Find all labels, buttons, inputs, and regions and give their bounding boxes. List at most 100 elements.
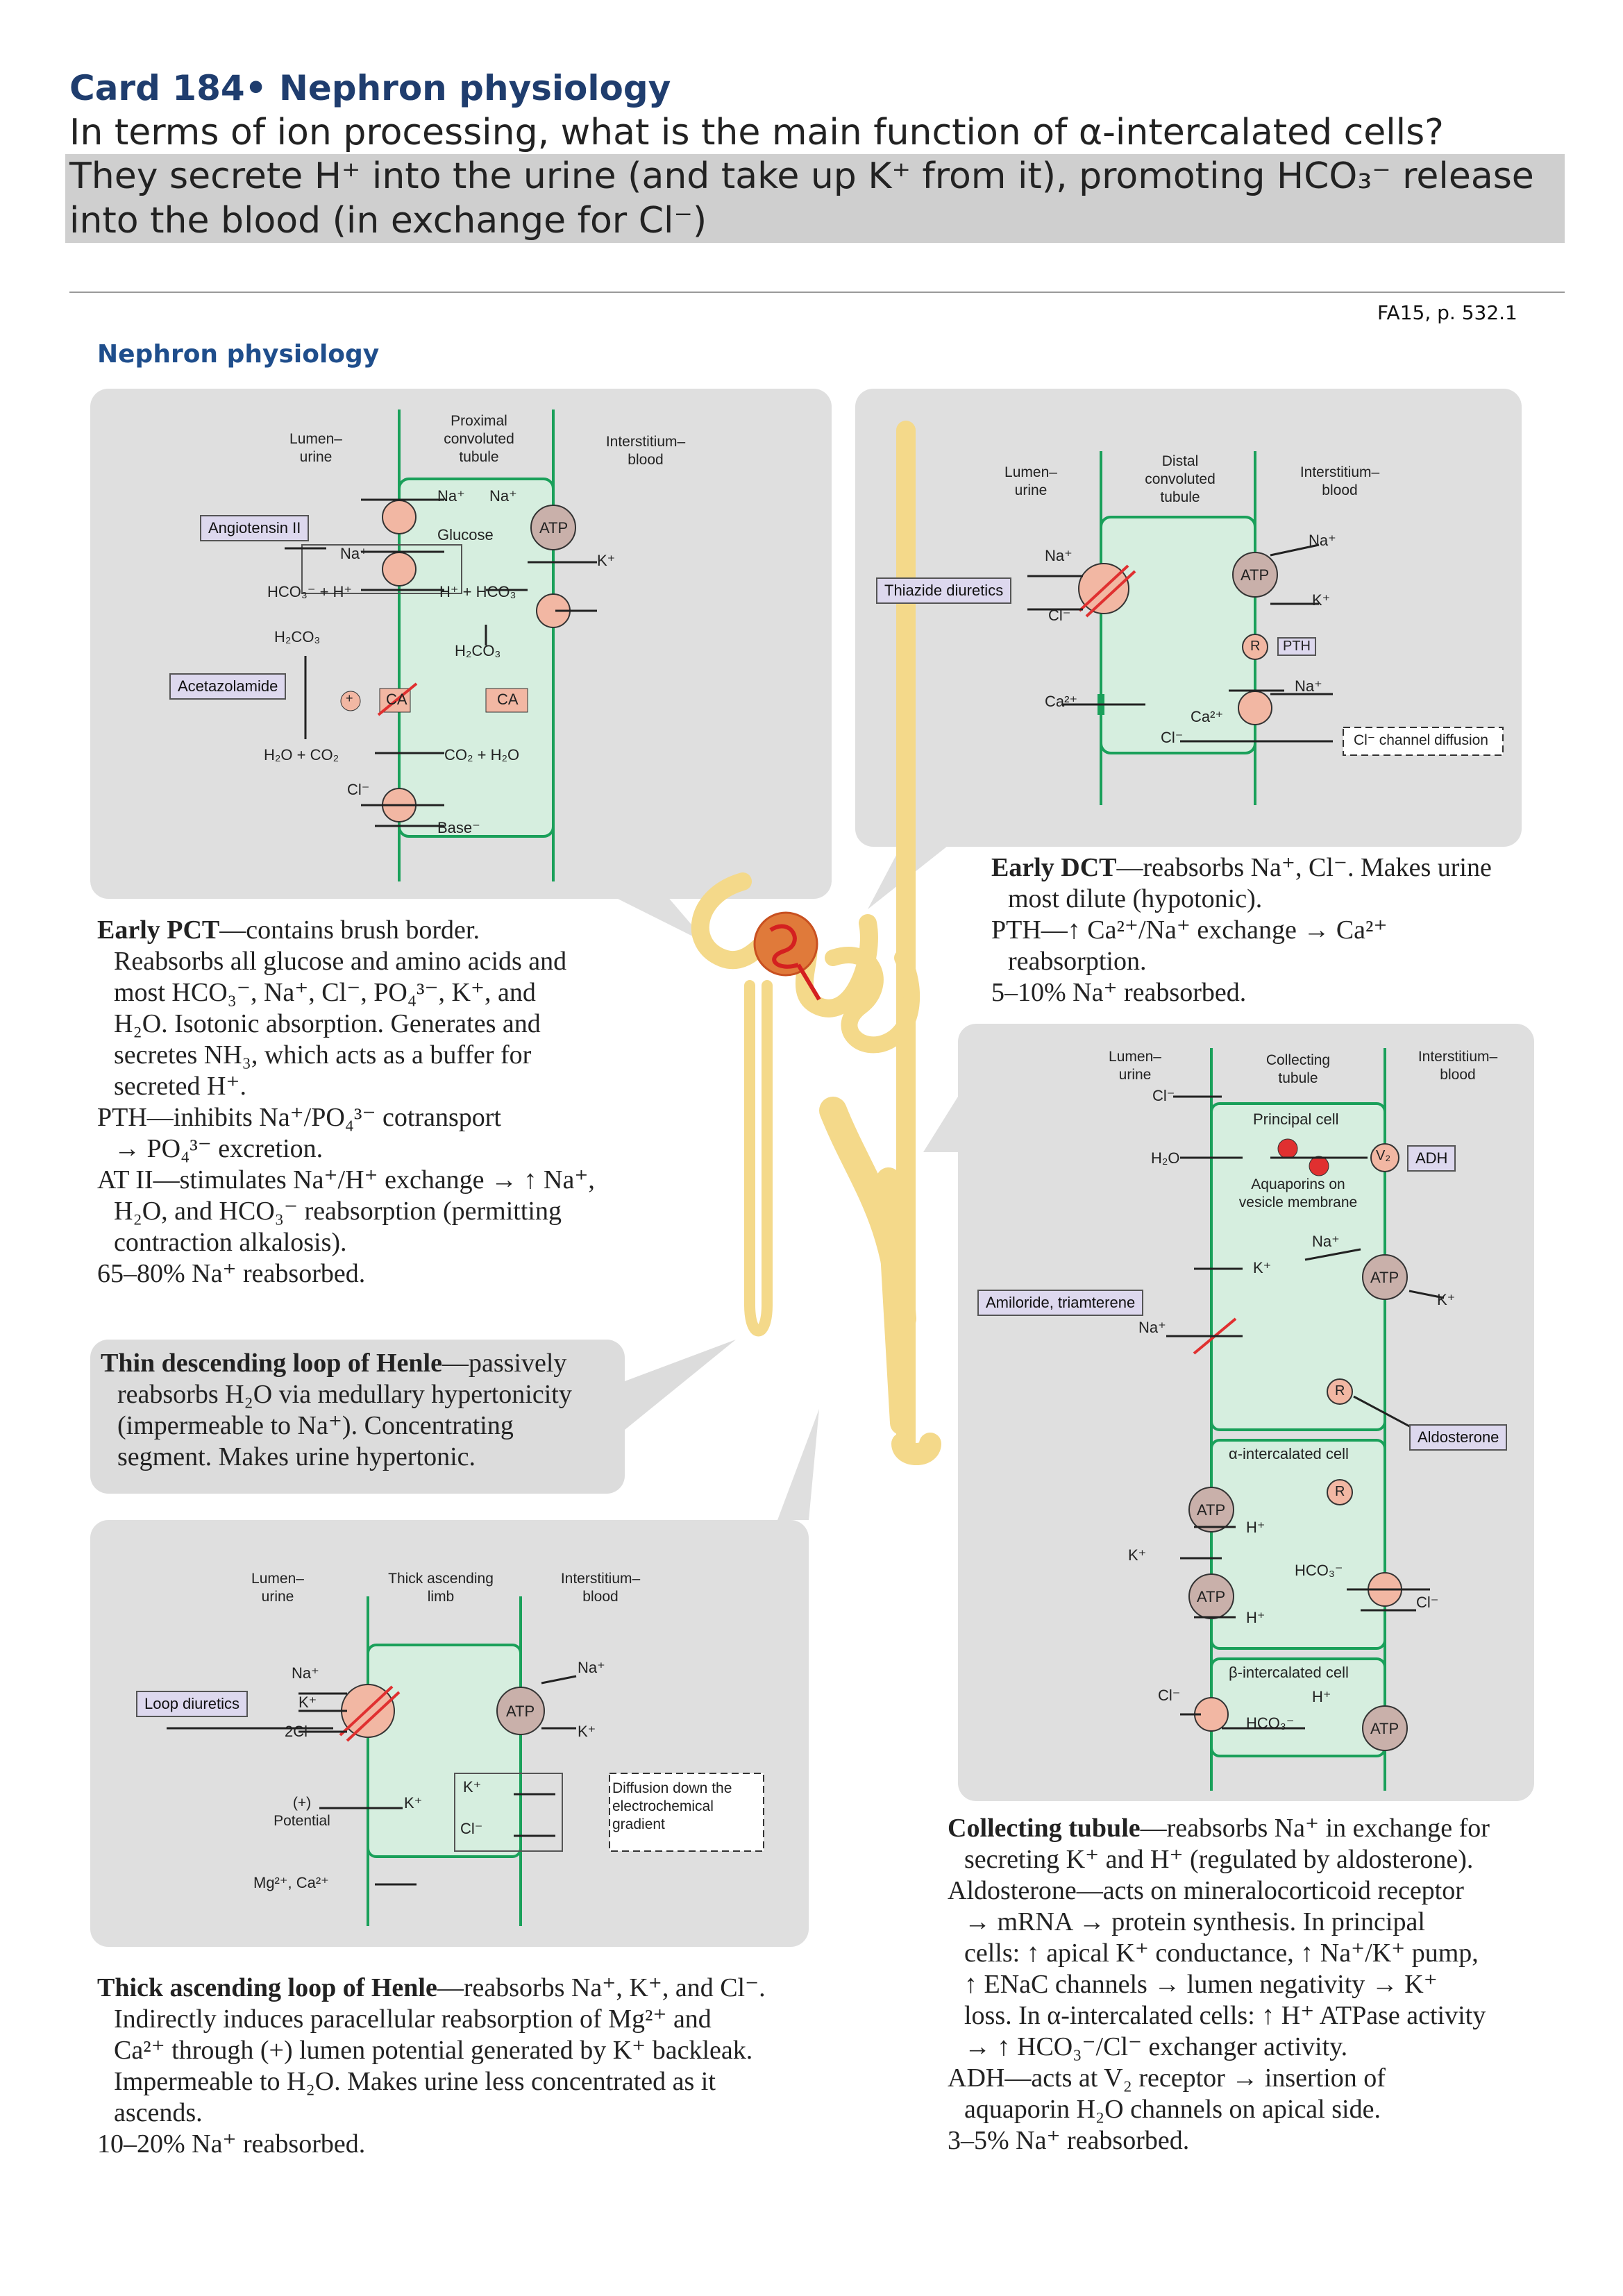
adh-label: ADH: [1407, 1145, 1456, 1172]
ct-r-1: R: [1335, 1383, 1345, 1399]
tal-arrows: [167, 1675, 577, 1886]
ct-alpha-cell-label: α-intercalated cell: [1229, 1445, 1349, 1462]
pct-description: Early PCT—contains brush border. Reabsor…: [97, 915, 666, 1290]
tal-tail: [777, 1409, 819, 1520]
thin-desc-line-0: Thin descending loop of Henle—passively: [101, 1349, 567, 1378]
pct-ca-2: CA: [497, 691, 519, 708]
pct-co2-h2o: CO₂ + H₂O: [444, 746, 520, 763]
ct-alpha-r: [1327, 1479, 1353, 1505]
answer-highlight: [65, 154, 1565, 243]
card-title: Card 184• Nephron physiology: [69, 68, 671, 108]
tal-desc-line-2: Ca²⁺ through (+) lumen potential generat…: [114, 2036, 753, 2065]
tal-loop-block-1: [339, 1685, 394, 1737]
pct-h-hco3: H⁺ + HCO₃⁻: [439, 583, 525, 600]
dct-lumen-label: Lumen– urine: [1004, 464, 1057, 498]
dct-thiazide-block-2: [1085, 570, 1136, 618]
pct-na-glucose-transporter: [382, 500, 417, 534]
dct-atp: ATP: [1241, 566, 1270, 584]
tal-atp: ATP: [506, 1703, 535, 1720]
pct-cl: Cl⁻: [347, 781, 370, 798]
pct-desc-line-0: Early PCT—contains brush border.: [97, 915, 480, 945]
dct-na-right: Na⁺: [1309, 532, 1336, 549]
dct-cell: [1100, 516, 1256, 754]
ct-v2-receptor: [1370, 1143, 1399, 1172]
dct-atp-pump: [1232, 552, 1278, 598]
dct-arrows: [1027, 543, 1333, 743]
glomerulus-capillaries: [769, 924, 821, 1001]
tal-interstitium-label: Interstitium– blood: [560, 1571, 641, 1605]
loop-diuretics-label: Loop diuretics: [136, 1691, 248, 1717]
thin-tail: [625, 1340, 736, 1430]
pct-h2co3-right: H₂CO₃: [455, 642, 501, 659]
tal-diffusion-label: Diffusion down the electrochemical gradi…: [612, 1780, 732, 1832]
ct-beta-atp: [1362, 1705, 1408, 1751]
dct-interstitium-label: Interstitium– blood: [1300, 464, 1380, 498]
pct-desc-line-9: H₂O, and HCO₃⁻ reabsorption (permitting: [114, 1197, 562, 1226]
divider: [69, 292, 1565, 293]
tal-desc-line-5: 10–20% Na⁺ reabsorbed.: [97, 2129, 366, 2159]
answer-line-2: into the blood (in exchange for Cl⁻): [69, 200, 707, 242]
dct-ca-left: Ca²⁺: [1045, 693, 1078, 710]
ct-na-right: Na⁺: [1312, 1233, 1340, 1250]
tal-diffusion-box: [609, 1773, 764, 1852]
ct-desc-line-0: Collecting tubule—reabsorbs Na⁺ in excha…: [948, 1814, 1490, 1843]
pct-glucose: Glucose: [437, 526, 494, 543]
angiotensin-ii-label: Angiotensin II: [200, 515, 310, 541]
ct-desc-line-4: cells: ↑ apical K⁺ conductance, ↑ Na⁺/K⁺…: [964, 1939, 1479, 1968]
ct-hco3: HCO₃⁻: [1295, 1562, 1343, 1579]
tal-description: Thick ascending loop of Henle—reabsorbs …: [97, 1973, 833, 2160]
dct-tubule-label: Distal convoluted tubule: [1145, 453, 1216, 505]
ct-cl-right: Cl⁻: [1416, 1594, 1439, 1611]
ct-principal-cell-label: Principal cell: [1253, 1111, 1339, 1128]
pct-plus: +: [346, 691, 353, 705]
aldosterone-label: Aldosterone: [1409, 1424, 1508, 1451]
dct-desc-line-2: PTH—↑ Ca²⁺/Na⁺ exchange → Ca²⁺: [991, 915, 1388, 945]
ct-principal-r: [1327, 1378, 1353, 1405]
ct-aquaporin-vesicle-2: [1309, 1156, 1329, 1176]
ct-atp-2: ATP: [1197, 1501, 1226, 1519]
acetazolamide-label: Acetazolamide: [169, 673, 287, 700]
ct-atp-3: ATP: [1197, 1588, 1226, 1605]
ct-alpha-atp-1: [1188, 1487, 1234, 1533]
tal-na-right: Na⁺: [578, 1659, 605, 1676]
question-text: In terms of ion processing, what is the …: [69, 112, 1444, 153]
pct-na-1: Na⁺: [437, 487, 465, 505]
tal-na: Na⁺: [292, 1664, 319, 1682]
pct-atp-pump: [530, 505, 576, 550]
pct-desc-line-7: → PO₄³⁻ excretion.: [114, 1134, 323, 1163]
pct-ca-block: [377, 682, 418, 716]
tal-k-cl-box: [454, 1773, 563, 1852]
pct-hco3-h: HCO₃⁻ + H⁺: [267, 583, 353, 600]
ct-v2: V₂: [1376, 1148, 1391, 1163]
pct-desc-line-5: secreted H⁺.: [114, 1072, 246, 1101]
ct-k-left: K⁺: [1128, 1546, 1147, 1564]
tal-desc-line-4: ascends.: [114, 2098, 203, 2127]
ct-alpha-atp-2: [1188, 1573, 1234, 1619]
pct-desc-line-8: AT II—stimulates Na⁺/H⁺ exchange → ↑ Na⁺…: [97, 1165, 595, 1195]
pct-angiotensin-box: [301, 544, 462, 594]
dct-na-right-2: Na⁺: [1295, 677, 1322, 695]
page-reference: FA15, p. 532.1: [1377, 301, 1517, 324]
dct-thiazide-block-1: [1078, 564, 1129, 612]
ct-lumen-label: Lumen– urine: [1109, 1049, 1161, 1083]
ct-principal-cell: [1210, 1102, 1386, 1431]
dct-ca-na-exchanger: [1238, 691, 1272, 725]
tal-mg-ca: Mg²⁺, Ca²⁺: [253, 1874, 329, 1891]
ct-desc-line-2: Aldosterone—acts on mineralocorticoid re…: [948, 1876, 1464, 1905]
ct-k-right: K⁺: [1437, 1291, 1456, 1308]
pct-desc-line-3: H₂O. Isotonic absorption. Generates and: [114, 1009, 541, 1038]
ct-aquaporins-label: Aquaporins on vesicle membrane: [1238, 1176, 1358, 1210]
dct-na-left: Na⁺: [1045, 547, 1073, 564]
ct-beta-cell-label: β-intercalated cell: [1229, 1664, 1349, 1681]
pct-k: K⁺: [597, 552, 616, 569]
ct-h-2: H⁺: [1246, 1609, 1265, 1626]
thin-descending-panel: [90, 1340, 625, 1494]
tal-k: K⁺: [298, 1694, 317, 1711]
tal-potential-label: (+) Potential: [274, 1795, 330, 1829]
tal-lumen-label: Lumen– urine: [251, 1571, 304, 1605]
thin-desc-line-1: reabsorbs H₂O via medullary hypertonicit…: [117, 1380, 572, 1409]
ct-desc-line-8: ADH—acts at V₂ receptor → insertion of: [948, 2063, 1386, 2093]
ct-desc-line-3: → mRNA → protein synthesis. In principal: [964, 1907, 1425, 1936]
ct-desc-line-9: aquaporin H₂O channels on apical side.: [964, 2095, 1381, 2124]
